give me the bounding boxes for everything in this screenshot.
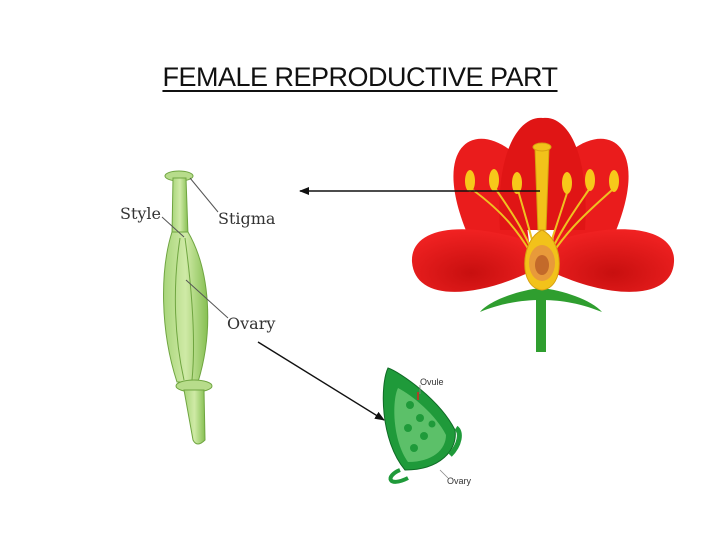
ovule-label: Ovule xyxy=(420,377,444,387)
ovary-section-illustration xyxy=(382,367,462,484)
pointer-arrow-bottom xyxy=(257,341,385,421)
pistil-illustration xyxy=(161,170,229,445)
stigma-label: Stigma xyxy=(218,209,276,228)
ovary-section-label: Ovary xyxy=(447,476,472,486)
flower-illustration xyxy=(411,117,675,352)
ovary-label: Ovary xyxy=(227,314,275,333)
page-title: FEMALE REPRODUCTIVE PART xyxy=(162,62,558,92)
style-label: Style xyxy=(120,204,161,223)
